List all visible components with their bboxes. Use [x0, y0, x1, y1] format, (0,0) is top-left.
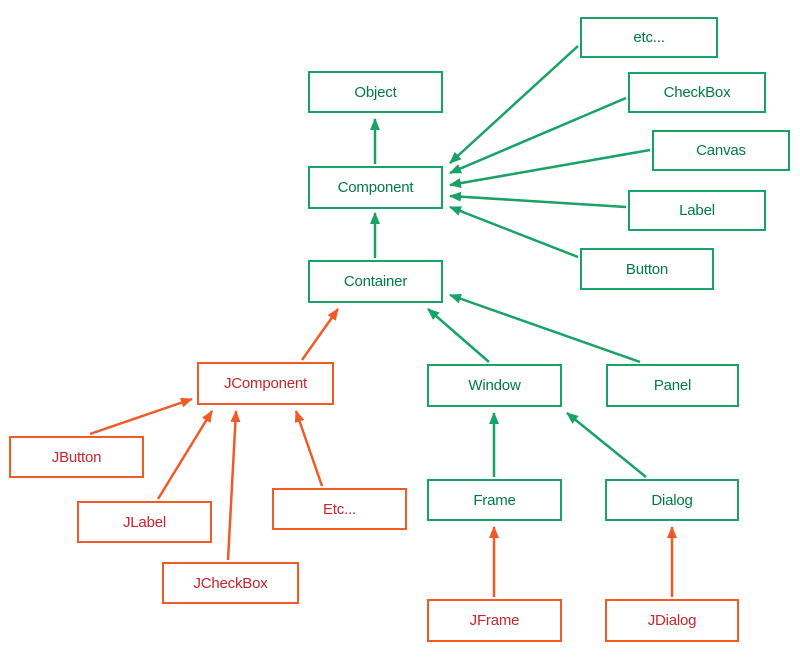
edge-jcheckbox-to-jcomponent: [226, 410, 241, 561]
node-jbutton: JButton: [9, 436, 144, 478]
edge-label-to-component: [449, 191, 627, 209]
node-jcomponent: JComponent: [197, 362, 334, 405]
edge-jcomponent-to-container: [300, 308, 340, 361]
node-canvas: Canvas: [652, 130, 790, 171]
edge-panel-to-container: [449, 293, 641, 364]
edge-checkbox-to-component: [449, 96, 627, 175]
node-jframe: JFrame: [427, 599, 562, 642]
edge-canvas-to-component: [449, 148, 651, 189]
edge-jlabel-to-jcomponent: [156, 410, 214, 500]
node-dialog: Dialog: [605, 479, 739, 521]
edge-etc-to-component: [449, 45, 579, 164]
edge-jbutton-to-jcomponent: [89, 397, 193, 436]
edge-dialog-to-window: [566, 412, 647, 478]
edge-etc-to-jcomponent: [294, 410, 324, 487]
edge-button-to-component: [449, 205, 579, 259]
edge-window-to-container: [427, 308, 490, 363]
node-component: Component: [308, 166, 443, 209]
node-container: Container: [308, 260, 443, 303]
node-etc-awt: etc...: [580, 17, 718, 58]
node-jdialog: JDialog: [605, 599, 739, 642]
node-checkbox: CheckBox: [628, 72, 766, 113]
node-frame: Frame: [427, 479, 562, 521]
node-label: Label: [628, 190, 766, 231]
node-jcheckbox: JCheckBox: [162, 562, 299, 604]
node-panel: Panel: [606, 364, 739, 407]
node-button: Button: [580, 248, 714, 290]
node-object: Object: [308, 71, 443, 113]
node-window: Window: [427, 364, 562, 407]
node-etc-swing: Etc...: [272, 488, 407, 530]
node-jlabel: JLabel: [77, 501, 212, 543]
